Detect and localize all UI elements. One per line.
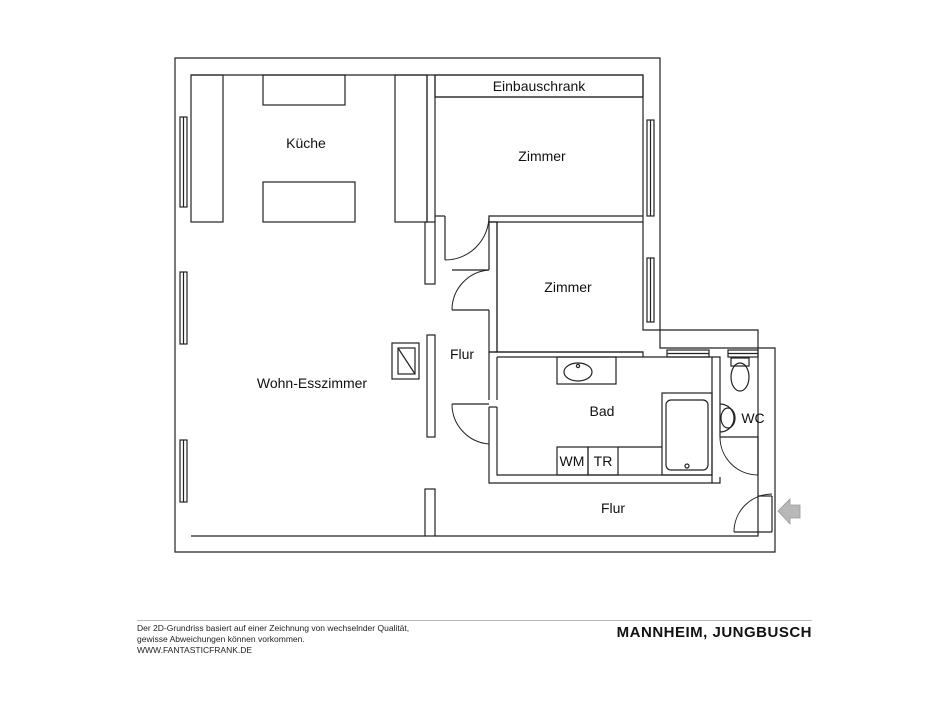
label-einbauschrank: Einbauschrank bbox=[493, 78, 587, 94]
kitchen-hood bbox=[262, 74, 346, 106]
inner-outline bbox=[191, 74, 759, 537]
sink-icon bbox=[563, 362, 593, 382]
kitchen-counter-right bbox=[394, 74, 428, 223]
stove bbox=[391, 342, 420, 380]
window-left-3 bbox=[179, 439, 188, 503]
outer-wall bbox=[174, 57, 776, 553]
label-bad: Bad bbox=[590, 403, 615, 419]
label-flur-inner: Flur bbox=[450, 346, 474, 362]
window-left-2 bbox=[179, 271, 188, 345]
bad-vanity bbox=[556, 356, 617, 385]
disclaimer-line-1: Der 2D-Grundriss basiert auf einer Zeich… bbox=[137, 623, 410, 633]
footer-divider bbox=[137, 620, 812, 621]
wall-wc bbox=[712, 356, 721, 484]
label-zimmer-1: Zimmer bbox=[518, 148, 566, 164]
location-title: MANNHEIM, JUNGBUSCH bbox=[616, 624, 812, 641]
window-right-2 bbox=[646, 257, 655, 323]
dryer bbox=[587, 446, 619, 476]
wall-kitchen-stub bbox=[424, 221, 436, 285]
window-bad bbox=[666, 349, 710, 358]
website-link[interactable]: WWW.FANTASTICFRANK.DE bbox=[137, 645, 253, 655]
label-wohn-esszimmer: Wohn-Esszimmer bbox=[257, 375, 368, 391]
entrance-arrow-icon bbox=[777, 498, 801, 526]
window-left-1 bbox=[179, 116, 188, 208]
label-wm: WM bbox=[560, 453, 585, 469]
label-tr: TR bbox=[594, 453, 613, 469]
wall-flur-partition bbox=[426, 334, 436, 438]
wc-sink-icon bbox=[719, 403, 735, 433]
footer-disclaimer: Der 2D-Grundriss basiert auf einer Zeich… bbox=[137, 623, 409, 656]
toilet-icon bbox=[730, 362, 750, 392]
window-wc bbox=[727, 349, 759, 358]
label-kueche: Küche bbox=[286, 135, 326, 151]
disclaimer-line-2: gewisse Abweichungen können vorkommen. bbox=[137, 634, 305, 644]
label-wc: WC bbox=[741, 410, 764, 426]
kitchen-island bbox=[262, 181, 356, 223]
wall-lower-gap-left bbox=[424, 488, 436, 537]
label-zimmer-2: Zimmer bbox=[544, 279, 592, 295]
bathtub bbox=[661, 392, 713, 476]
kitchen-counter-left bbox=[190, 74, 224, 223]
label-flur-lower: Flur bbox=[601, 500, 625, 516]
window-right-1 bbox=[646, 119, 655, 217]
